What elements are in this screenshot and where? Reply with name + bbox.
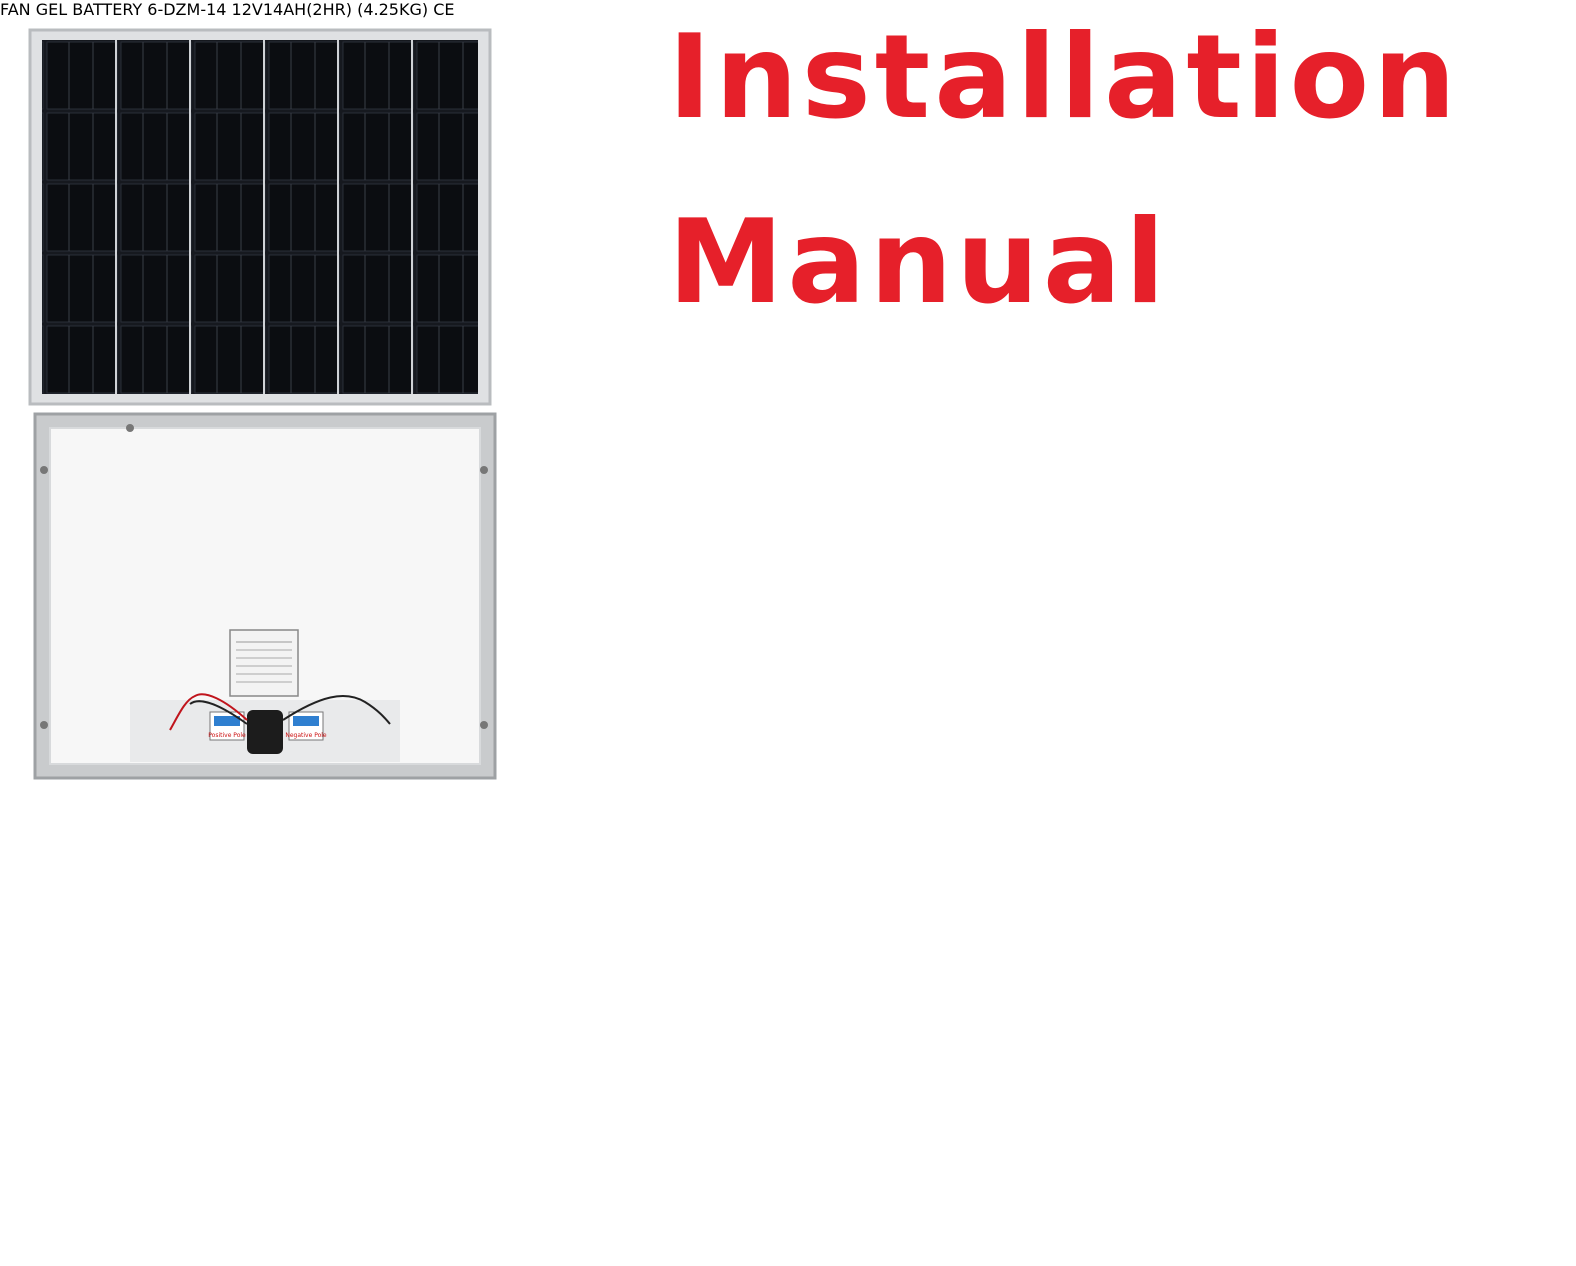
battery-model: 6-DZM-14 [147, 0, 227, 19]
battery-brand: GEL BATTERY [35, 0, 143, 19]
junction-box: Positive Pole Negative Pole [208, 710, 327, 754]
junction-label-positive: Positive Pole [208, 732, 246, 739]
junction-label-negative: Negative Pole [285, 732, 327, 739]
battery-spec-capacity: 12V14AH(2HR) [231, 0, 352, 19]
title-line-manual: Manual [668, 195, 1169, 330]
battery-lid-top: GEL BATTERY 6-DZM-14 12V14AH(2HR) (4.25K… [36, 0, 455, 19]
fan-label: FAN [0, 0, 31, 19]
panel-positive-terminal: GEL BATTERY 6-DZM-14 12V14AH(2HR) (4.25K… [36, 0, 1456, 321]
panel-busbar-lines [115, 40, 413, 394]
panel-negative-terminal: GEL BATTERY 6-DZM-14 12V14AH(2HR) (4.25K… [36, 0, 1456, 321]
battery-lid-band: GEL BATTERY 6-DZM-14 12V14AH(2HR) (4.25K… [36, 0, 455, 19]
title-line-installation: Installation [668, 10, 1460, 145]
solar-panel-front [28, 28, 492, 406]
battery-lid-recess: GEL BATTERY 6-DZM-14 12V14AH(2HR) (4.25K… [36, 0, 455, 19]
battery-spec-weight: (4.25KG) [357, 0, 429, 19]
solar-panel-back: Positive Pole Negative Pole [33, 412, 497, 780]
gel-battery: GEL BATTERY 6-DZM-14 12V14AH(2HR) (4.25K… [36, 0, 455, 19]
battery-ce-mark: CE [433, 0, 455, 19]
spec-label-sticker [229, 629, 299, 697]
battery-body: GEL BATTERY 6-DZM-14 12V14AH(2HR) (4.25K… [36, 0, 455, 19]
panel-leads [169, 693, 391, 731]
switch-wire-junction: GEL BATTERY 6-DZM-14 12V14AH(2HR) (4.25K… [36, 0, 1456, 321]
